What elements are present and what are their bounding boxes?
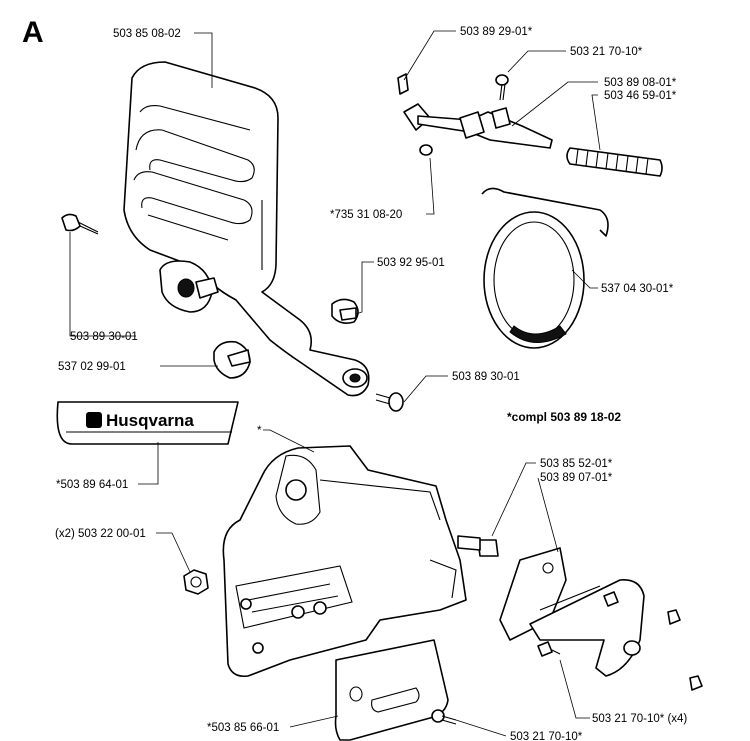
clutch-cover (222, 445, 467, 678)
section-letter: A (22, 16, 44, 49)
label-chain-brake-handle: 503 85 08-02 (113, 28, 181, 40)
label-screw-cover-x4: 503 21 70-10* (x4) (592, 713, 687, 725)
screw-left (61, 213, 99, 235)
label-nut: (x2) 503 22 00-01 (55, 528, 146, 540)
label-clutch-cover: * (257, 425, 262, 437)
label-spring: 503 46 59-01* (604, 90, 677, 102)
label-screw-top: 503 21 70-10* (570, 46, 643, 58)
bracket-cover (499, 547, 645, 677)
label-pin-top: 503 89 29-01* (460, 26, 533, 38)
label-washer-small: 503 92 95-01 (377, 257, 445, 269)
label-washer-left: 537 02 99-01 (58, 361, 126, 373)
chain-brake-handle (123, 61, 370, 397)
nut (183, 569, 209, 595)
label-brake-lever-a: 503 89 08-01* (604, 77, 677, 89)
leader-lines (69, 30, 601, 737)
kit-note: *compl 503 89 18-02 (507, 410, 621, 424)
label-brake-band: 537 04 30-01* (601, 283, 674, 295)
washer-small (331, 298, 359, 324)
screw-right (375, 392, 404, 412)
label-screw-bottom: 503 21 70-10* (510, 731, 583, 741)
husqvarna-decal: Husqvarna (56, 401, 239, 445)
label-bracket-a: 503 85 52-01* (540, 458, 613, 470)
screw-top (495, 74, 509, 101)
brand-name: Husqvarna (106, 411, 194, 430)
label-chain-guide-plate: *503 85 66-01 (207, 722, 279, 734)
cover-screws (537, 591, 703, 691)
chain-guide-plate (334, 639, 449, 741)
screw-bottom (431, 709, 457, 725)
brake-lever-assembly (397, 73, 553, 156)
label-screw-right: 503 89 30-01 (452, 371, 520, 383)
spring (566, 147, 663, 177)
label-decal: *503 89 64-01 (56, 479, 128, 491)
brake-band (481, 187, 609, 349)
bracket-pin (457, 535, 499, 557)
washer-left (213, 340, 251, 379)
label-circlip: *735 31 08-20 (330, 209, 402, 221)
label-screw-left: 503 89 30-01 (70, 331, 138, 343)
label-bracket-b: 503 89 07-01* (540, 472, 613, 484)
